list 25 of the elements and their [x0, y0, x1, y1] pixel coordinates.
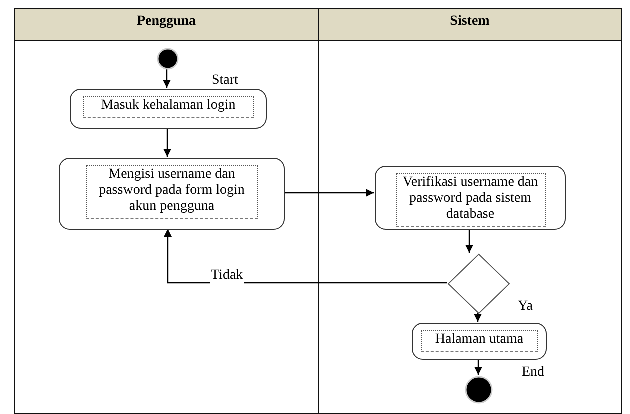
decision-diamond [448, 254, 510, 314]
lane-heading: Pengguna [15, 9, 318, 41]
arrow [163, 69, 171, 88]
arrow [164, 229, 447, 284]
activity-label: Mengisi username dan password pada form login akun pengguna [86, 165, 258, 219]
swimlane [14, 8, 319, 414]
activity-label: Verifikasi username dan password pada sistem database [396, 173, 546, 227]
arrow [284, 189, 374, 197]
arrow [164, 128, 172, 157]
arrow [474, 313, 482, 322]
end-node [465, 376, 493, 404]
activity-box [70, 89, 267, 129]
text-label: End [522, 365, 545, 381]
edge-label: Tidak [210, 268, 244, 284]
arrow [466, 229, 474, 253]
activity-label: Halaman utama [420, 330, 538, 352]
text-label: Start [212, 73, 238, 89]
activity-box [412, 323, 547, 360]
activity-box [59, 158, 285, 230]
arrow [474, 359, 482, 375]
swimlane [318, 8, 622, 414]
activity-box [375, 166, 566, 230]
activity-label: Masuk kehalaman login [82, 96, 254, 118]
start-node [157, 48, 179, 70]
lane-heading: Sistem [319, 9, 621, 41]
